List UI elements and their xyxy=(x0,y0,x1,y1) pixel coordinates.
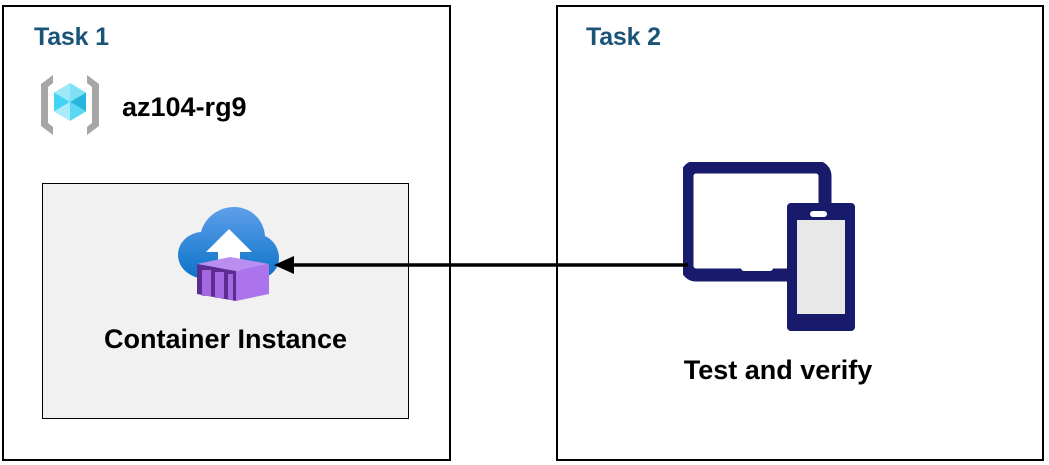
devices-icon-wrap xyxy=(678,160,868,343)
container-instance-label: Container Instance xyxy=(103,324,348,354)
container-instance-icon-wrap xyxy=(43,202,408,311)
container-instance-box: Container Instance xyxy=(42,183,409,419)
resource-group-icon xyxy=(34,69,106,146)
container-instance-icon xyxy=(172,202,280,311)
resource-group-row: az104-rg9 xyxy=(34,69,247,146)
panel-task2-title: Task 2 xyxy=(586,23,661,51)
panel-task1-title: Task 1 xyxy=(34,23,109,51)
devices-tablet-phone-icon xyxy=(680,160,863,343)
panel-task1: Task 1 xyxy=(2,5,451,461)
resource-group-label: az104-rg9 xyxy=(122,92,247,122)
panel-task2: Task 2 Test and veri xyxy=(556,5,1044,461)
devices-label: Test and verify xyxy=(683,355,873,385)
